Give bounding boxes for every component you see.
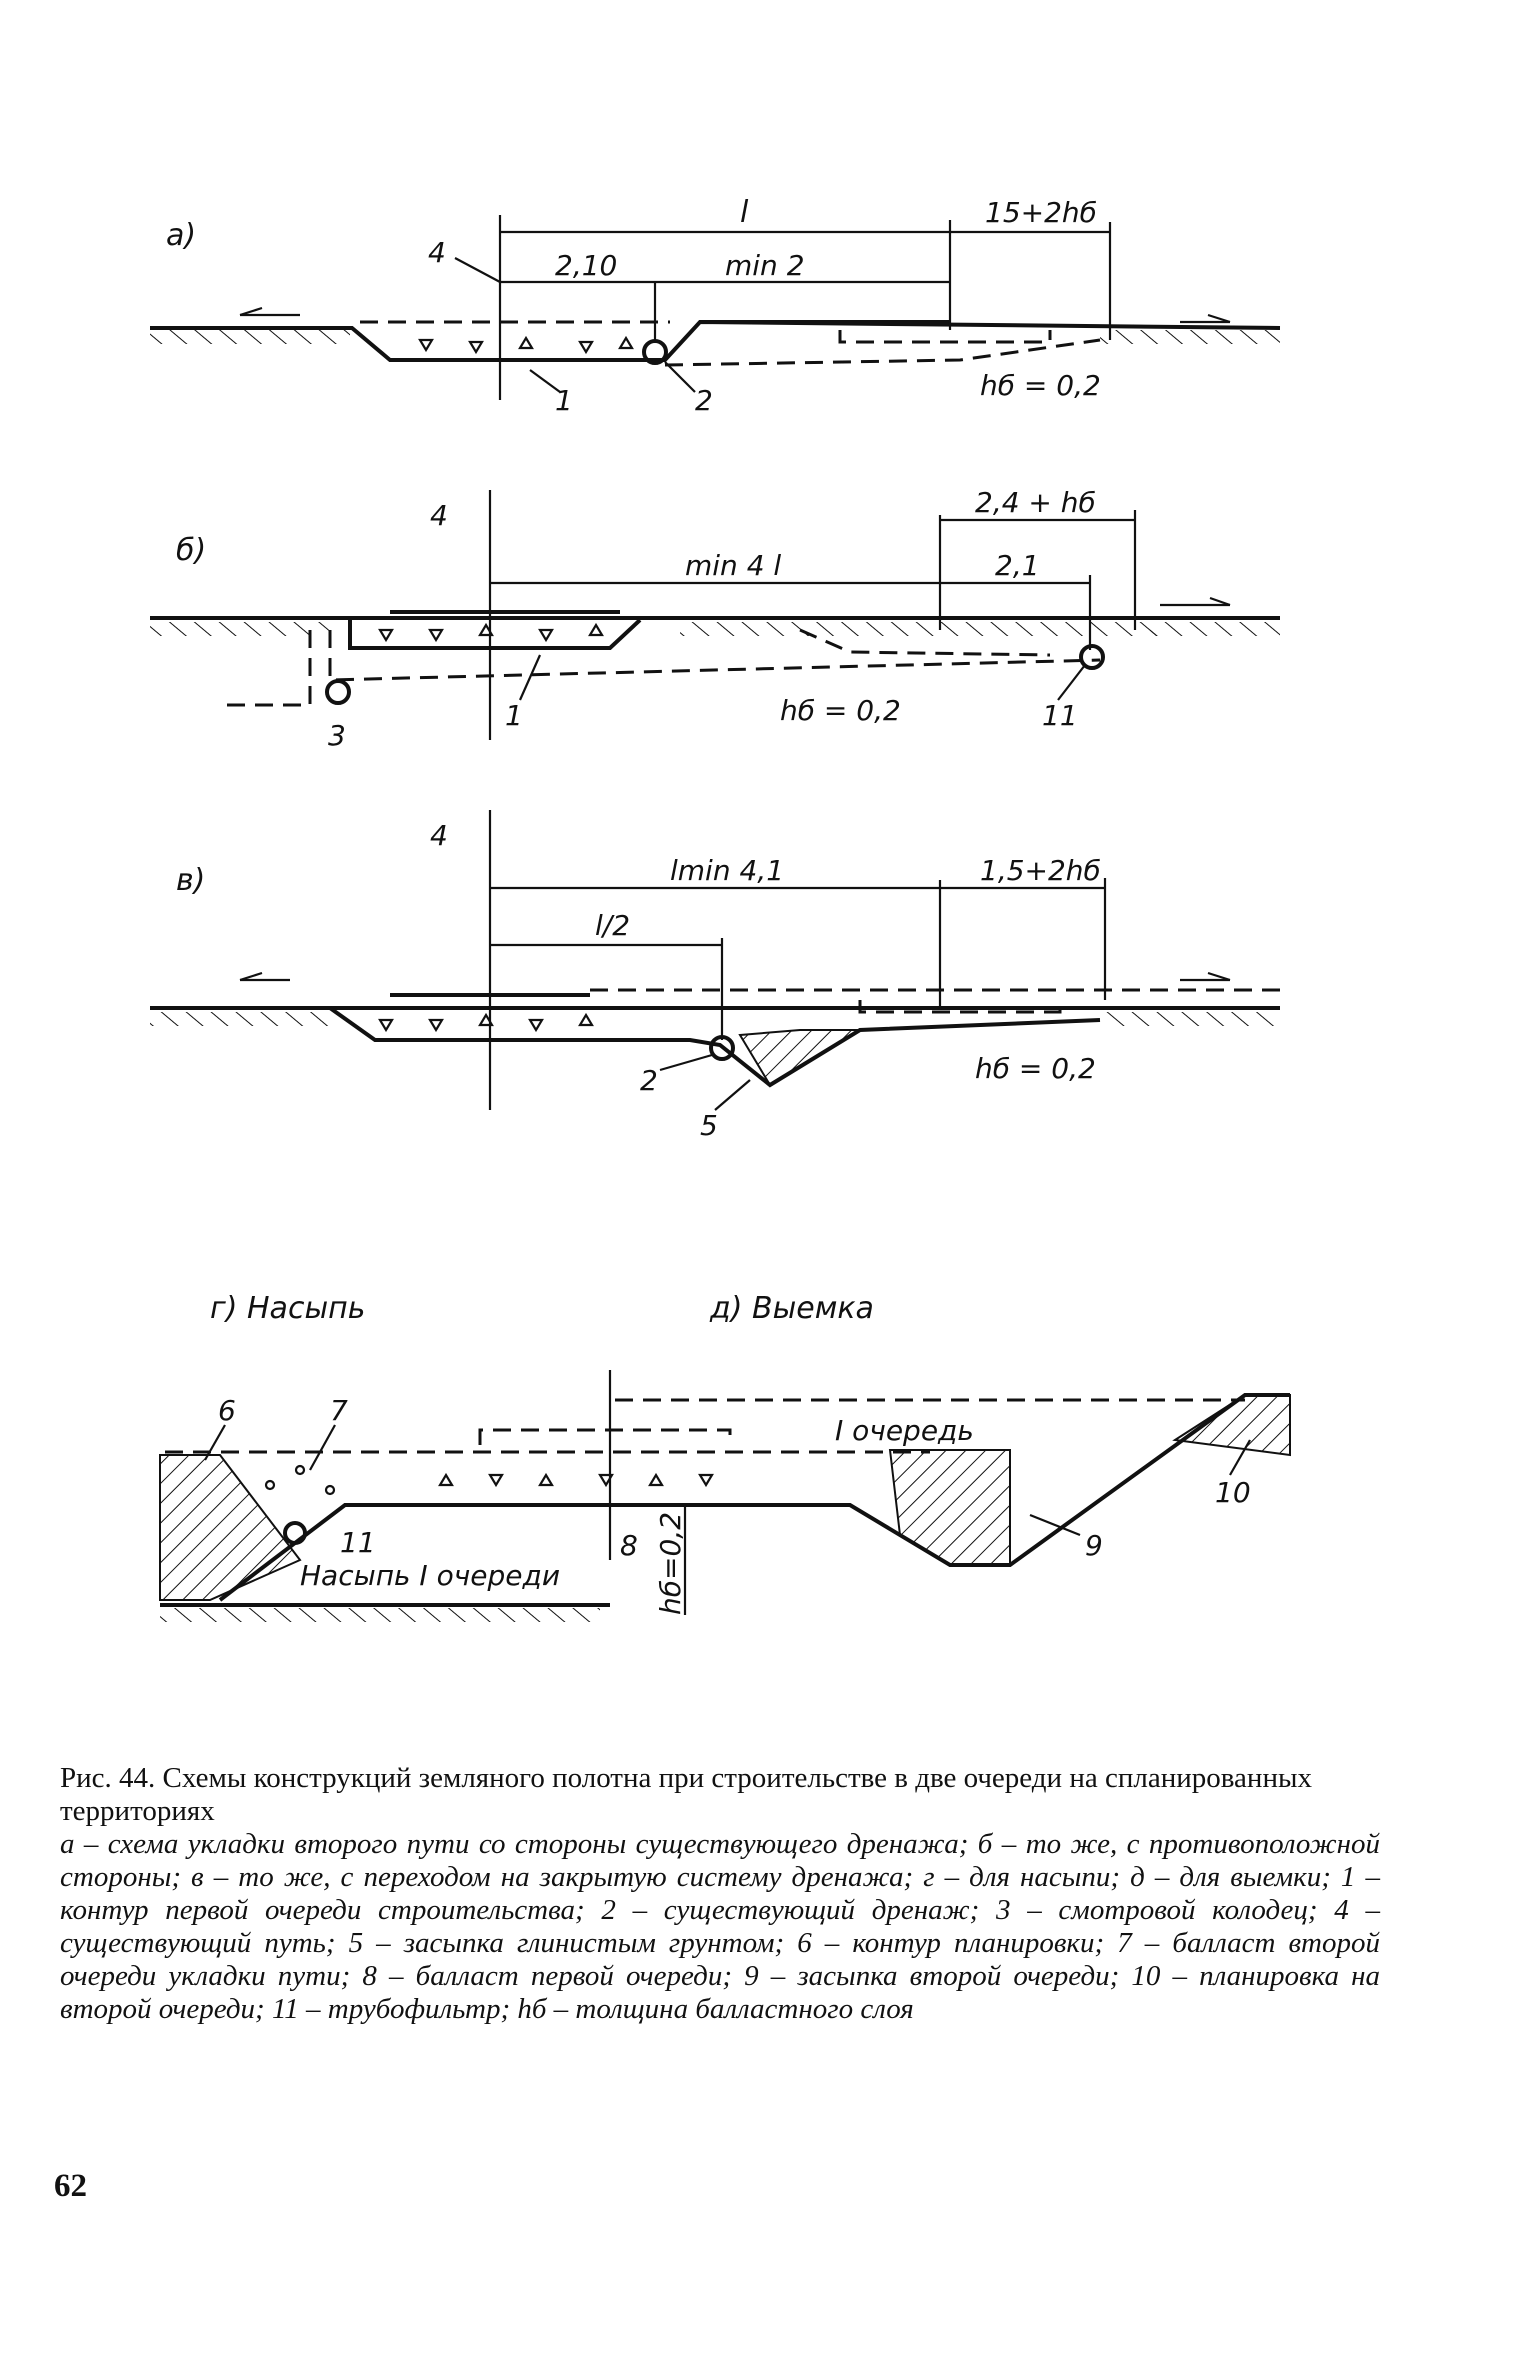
ground-hatch	[680, 622, 1160, 636]
ground-hatch	[1100, 330, 1280, 344]
planning-contour-hatch	[159, 1454, 302, 1601]
caption-legend: а – схема укладки второго пути со сторон…	[60, 1828, 1380, 2025]
ground-hatch	[150, 622, 330, 636]
ground-hatch	[1100, 1012, 1280, 1026]
dim-2-1: 2,1	[995, 549, 1040, 582]
hb-label: hб = 0,2	[980, 369, 1101, 402]
ballast-markers	[418, 335, 634, 355]
callout-1: 1	[505, 699, 523, 732]
clay-fill-hatch	[738, 1029, 864, 1087]
dim-2-10: 2,10	[555, 249, 617, 282]
drain-pipe-icon	[642, 339, 668, 365]
page-number: 62	[54, 2168, 87, 2204]
dim-15-2hb: 15+2hб	[985, 196, 1097, 229]
panel-d-title: д) Выемка	[709, 1291, 874, 1326]
second-track-dashed	[838, 330, 1052, 344]
callout-8: 8	[620, 1529, 638, 1562]
dim-l: l	[740, 195, 749, 230]
ground-hatch	[150, 330, 350, 344]
hb-label: hб=0,2	[654, 1512, 687, 1615]
panel-g-title: г) Насыпь	[210, 1291, 365, 1326]
dim-l-2: l/2	[595, 909, 630, 942]
drain-dashed	[220, 630, 312, 707]
figure-44-diagram: a) l 15+2hб 2,10 min 2 hб = 0,2 4 1	[150, 195, 1291, 1622]
hb-label: hб = 0,2	[780, 694, 901, 727]
callout-4: 4	[428, 236, 446, 269]
hb-label: hб = 0,2	[975, 1052, 1096, 1085]
dim-min-2: min 2	[725, 249, 805, 282]
callout-11: 11	[1042, 699, 1078, 732]
manhole-icon	[325, 679, 351, 705]
callout-3: 3	[328, 719, 346, 752]
first-stage-embankment-label: Насыпь I очереди	[300, 1559, 560, 1592]
dim-min-4l: min 4 l	[685, 549, 781, 582]
callout-5: 5	[700, 1109, 718, 1142]
panel-b: б) min 4 l 2,4 + hб 2,1 hб = 0,2 4 1 3 1…	[150, 486, 1280, 752]
figure-caption: Рис. 44. Схемы конструкций земляного пол…	[60, 1762, 1380, 2026]
ballast-markers	[378, 1012, 594, 1033]
callout-4: 4	[430, 819, 448, 852]
callout-2: 2	[695, 384, 713, 417]
panel-v: в) lmin 4,1 1,5+2hб l/2 hб = 0,2 4 2 5	[150, 810, 1280, 1142]
panel-v-letter: в)	[176, 863, 205, 898]
callout-9: 9	[1085, 1529, 1103, 1562]
drain-dashed	[664, 338, 1101, 367]
ballast-markers	[264, 1464, 714, 1496]
dim-1-5-2hb: 1,5+2hб	[980, 854, 1101, 887]
callout-6: 6	[218, 1394, 236, 1427]
panel-a-letter: a)	[166, 218, 196, 253]
first-track-dashed	[858, 1000, 1062, 1014]
second-stage-fill-hatch	[888, 1449, 1011, 1566]
pipe-filter-icon	[283, 1521, 307, 1545]
caption-title: Рис. 44. Схемы конструкций земляного пол…	[60, 1762, 1312, 1827]
dim-2-4-hb: 2,4 + hб	[975, 486, 1096, 519]
second-stage-planning-hatch	[1172, 1394, 1291, 1457]
callout-10: 10	[1215, 1476, 1251, 1509]
callout-4: 4	[430, 499, 448, 532]
callout-11: 11	[340, 1526, 376, 1559]
subgrade-contour-1	[348, 618, 642, 650]
panel-gd: г) Насыпь д) Выемка I очередь Насыпь I о…	[159, 1291, 1291, 1622]
ground-hatch	[160, 1608, 600, 1622]
callout-2: 2	[640, 1064, 658, 1097]
callout-7: 7	[330, 1394, 348, 1427]
ground-hatch	[1150, 622, 1280, 636]
panel-a: a) l 15+2hб 2,10 min 2 hб = 0,2 4 1	[150, 195, 1281, 417]
ground-hatch	[150, 1012, 330, 1026]
dim-lmin-4-1: lmin 4,1	[670, 854, 784, 887]
drain-dashed	[328, 630, 1101, 682]
pipe-filter-icon	[1079, 644, 1105, 670]
second-track-dashed	[478, 1428, 732, 1445]
panel-b-letter: б)	[176, 533, 206, 568]
first-stage-label: I очередь	[835, 1414, 974, 1447]
